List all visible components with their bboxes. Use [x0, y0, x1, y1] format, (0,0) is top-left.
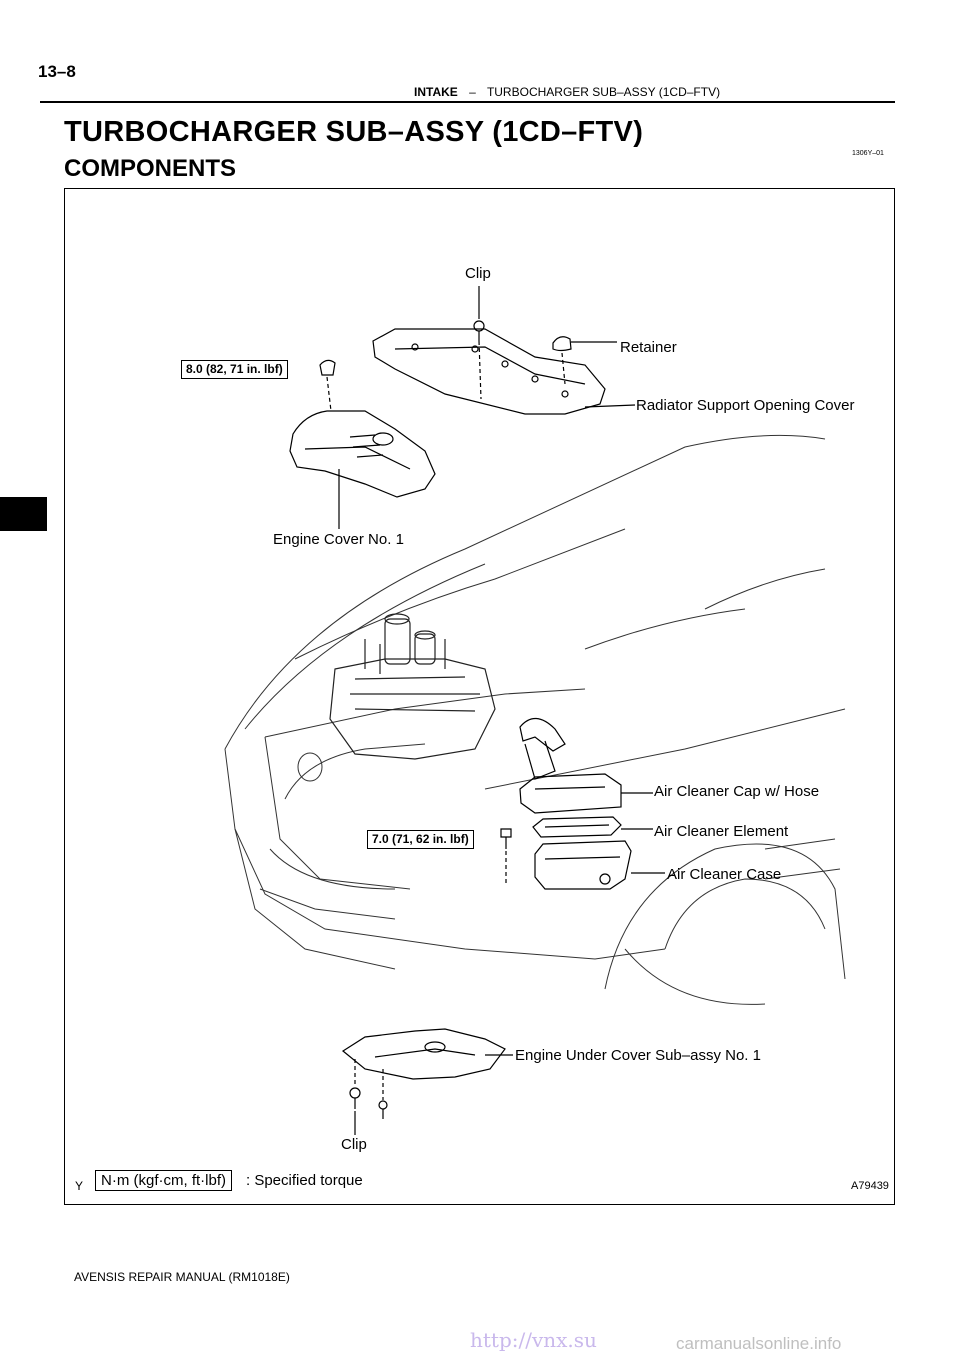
air-cleaner-element-drawing [532, 816, 622, 838]
figure-corner-mark: Y [75, 1179, 84, 1193]
air-cleaner-case-drawing [534, 840, 632, 890]
under-cover-clip-part [349, 1087, 388, 1119]
dash-clip-top [478, 340, 482, 400]
footer-url-watermark[interactable]: http://vnx.su [470, 1328, 597, 1352]
leader-radiator-cover [584, 404, 636, 408]
header-separator: – [469, 85, 476, 99]
vehicle-outline-drawing [224, 434, 846, 1005]
engine-block-drawing [329, 613, 496, 760]
label-air-cleaner-cap: Air Cleaner Cap w/ Hose [654, 783, 820, 800]
engine-cover-drawing [289, 410, 436, 498]
header-section-name: INTAKE [414, 85, 458, 99]
section-title: COMPONENTS [64, 155, 237, 182]
dash-retainer [561, 352, 566, 385]
torque-badge-engine-cover: 8.0 (82, 71 in. lbf) [181, 360, 288, 379]
exploded-view-diagram [224, 286, 846, 1135]
retainer-part [552, 336, 572, 352]
figure-id: A79439 [851, 1180, 889, 1192]
legend-description: : Specified torque [246, 1172, 363, 1189]
header-rule [40, 101, 895, 103]
torque-badge-air-cleaner: 7.0 (71, 62 in. lbf) [367, 830, 474, 849]
label-under-cover: Engine Under Cover Sub–assy No. 1 [515, 1047, 761, 1064]
radiator-support-cover-drawing [372, 328, 606, 415]
clip-top-part [473, 320, 485, 341]
air-cleaner-bolt-part [500, 828, 512, 849]
footer-site-watermark: carmanualsonline.info [676, 1334, 842, 1353]
page-title: TURBOCHARGER SUB–ASSY (1CD–FTV) [64, 116, 644, 148]
header-subsection: TURBOCHARGER SUB–ASSY (1CD–FTV) [486, 85, 721, 99]
air-cleaner-cap-drawing [519, 717, 622, 814]
label-air-cleaner-case: Air Cleaner Case [667, 866, 782, 883]
label-radiator-cover: Radiator Support Opening Cover [636, 397, 855, 414]
page-number: 13–8 [38, 62, 76, 81]
section-tab-marker [0, 497, 47, 531]
running-header: INTAKE – TURBOCHARGER SUB–ASSY (1CD–FTV) [414, 85, 720, 99]
engine-cover-bolt-part [319, 359, 336, 376]
label-air-cleaner-element: Air Cleaner Element [654, 823, 789, 840]
engine-under-cover-drawing [341, 1028, 506, 1080]
footer-manual-name: AVENSIS REPAIR MANUAL (RM1018E) [74, 1270, 290, 1284]
document-code: 1306Y–01 [852, 150, 884, 157]
label-engine-cover: Engine Cover No. 1 [273, 531, 404, 548]
label-retainer: Retainer [620, 339, 677, 356]
label-clip-bottom: Clip [341, 1136, 367, 1153]
dash-engine-cover-bolt [326, 376, 332, 412]
components-figure: Clip Retainer Radiator Support Opening C… [64, 188, 895, 1205]
label-clip-top: Clip [465, 265, 491, 282]
legend-unit-box: N·m (kgf·cm, ft·lbf) [95, 1170, 232, 1191]
